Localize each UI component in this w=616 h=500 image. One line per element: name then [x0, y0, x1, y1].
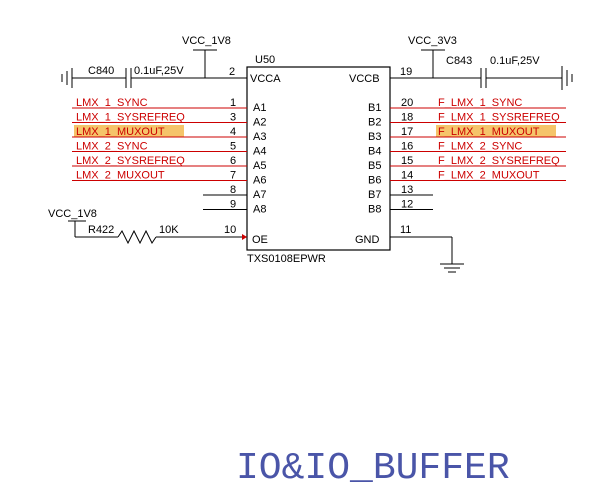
pin-name: B3	[368, 131, 381, 143]
resistor-value: 10K	[159, 224, 179, 236]
ic-body	[246, 66, 391, 251]
sheet-title: IO&IO_BUFFER	[236, 447, 510, 490]
pin-name: A1	[253, 102, 266, 114]
pin-a3: LMX_1_MUXOUT 4 A3	[72, 125, 266, 143]
vcca-pin-name: VCCA	[250, 73, 281, 85]
net-highlight	[436, 125, 556, 137]
resistor-ref: R422	[88, 224, 114, 236]
net-label: LMX_2_MUXOUT	[76, 170, 165, 182]
net-label: LMX_1_SYNC	[76, 97, 148, 109]
gnd-pin-num: 11	[400, 224, 411, 236]
cap-c843	[433, 68, 562, 88]
vccb-pin-num: 19	[400, 66, 412, 78]
right-pin-group: F_LMX_1_SYNC20B1F_LMX_1_SYSREFREQ18B2F_L…	[368, 97, 566, 216]
pin-number: 20	[401, 97, 413, 109]
ground-icon	[61, 68, 73, 88]
pin-a7: 8 A7	[203, 184, 266, 201]
pin-number: 1	[230, 97, 236, 109]
net-label: LMX_1_SYSREFREQ	[76, 112, 185, 124]
pin-number: 14	[401, 170, 413, 182]
cap-c843-value: 0.1uF,25V	[490, 55, 540, 67]
pin-b7: 13 B7	[368, 184, 433, 201]
net-label: LMX_2_SYNC	[76, 141, 148, 153]
pin-name: A7	[253, 189, 266, 201]
pin-number: 17	[401, 126, 413, 138]
pin-name: A3	[253, 131, 266, 143]
pin-a1: LMX_1_SYNC 1 A1	[72, 97, 266, 114]
gnd-wiring	[390, 236, 464, 273]
pin-number: 15	[401, 155, 413, 167]
pin-a5: LMX_2_SYSREFREQ 6 A5	[72, 155, 266, 172]
pin-number: 16	[401, 141, 413, 153]
pin-number: 18	[401, 112, 413, 124]
pin-name: B8	[368, 204, 381, 216]
pin-number: 6	[230, 155, 236, 167]
pin-b2: F_LMX_1_SYSREFREQ 18 B2	[368, 112, 566, 129]
pin-name: A8	[253, 204, 266, 216]
part-ref: U50	[255, 54, 275, 66]
pin-name: B4	[368, 146, 381, 158]
pin-b6: F_LMX_2_MUXOUT 14 B6	[368, 170, 566, 187]
cap-c840-ref: C840	[88, 65, 114, 77]
pin-name: B1	[368, 102, 381, 114]
pin-number: 9	[230, 199, 236, 211]
pin-number: 4	[230, 126, 236, 138]
pin-b4: F_LMX_2_SYNC 16 B4	[368, 141, 566, 158]
vcc-1v8-oe-label: VCC_1V8	[48, 208, 97, 220]
pin-number: 8	[230, 184, 236, 196]
net-label: LMX_1_MUXOUT	[76, 126, 165, 138]
ground-icon	[561, 66, 573, 90]
cap-c840	[72, 68, 205, 88]
gnd-pin-name: GND	[355, 234, 380, 246]
net-label: F_LMX_2_SYSREFREQ	[438, 155, 560, 167]
net-label: LMX_2_SYSREFREQ	[76, 155, 185, 167]
resistor-icon	[117, 229, 157, 245]
pin-number: 3	[230, 112, 236, 124]
vcca-pin	[193, 49, 247, 79]
cap-c840-value: 0.1uF,25V	[134, 65, 184, 77]
pin-number: 5	[230, 141, 236, 153]
vccb-pin-name: VCCB	[349, 73, 380, 85]
oe-pin-num: 10	[224, 224, 236, 236]
pin-number: 13	[401, 184, 413, 196]
oe-pin-name: OE	[252, 234, 268, 246]
oe-wiring	[68, 220, 247, 245]
vcc-1v8-top-label: VCC_1V8	[182, 35, 231, 47]
pin-a4: LMX_2_SYNC 5 A4	[72, 141, 266, 158]
pin-name: A2	[253, 117, 266, 129]
vcca-pin-num: 2	[229, 66, 235, 78]
net-label: F_LMX_2_MUXOUT	[438, 170, 540, 182]
pin-number: 7	[230, 170, 236, 182]
net-label: F_LMX_1_SYSREFREQ	[438, 112, 560, 124]
pin-a2: LMX_1_SYSREFREQ 3 A2	[72, 112, 266, 129]
pin-name: A5	[253, 160, 266, 172]
pin-number: 12	[401, 199, 413, 211]
net-highlight	[74, 125, 184, 137]
pin-name: A4	[253, 146, 266, 158]
pin-b1: F_LMX_1_SYNC 20 B1	[368, 97, 566, 114]
vccb-pin	[390, 49, 445, 79]
pin-name: B2	[368, 117, 381, 129]
net-label: F_LMX_2_SYNC	[438, 141, 522, 153]
net-label: F_LMX_1_SYNC	[438, 97, 522, 109]
pin-b3: F_LMX_1_MUXOUT 17 B3	[368, 125, 566, 143]
cap-c843-ref: C843	[446, 55, 472, 67]
net-label: F_LMX_1_MUXOUT	[438, 126, 540, 138]
vcc-3v3-label: VCC_3V3	[408, 35, 457, 47]
pin-name: B5	[368, 160, 381, 172]
pin-b5: F_LMX_2_SYSREFREQ 15 B5	[368, 155, 566, 172]
part-number: TXS0108EPWR	[247, 253, 326, 265]
arrow-icon	[242, 234, 247, 240]
pin-name: A6	[253, 175, 266, 187]
pin-a8: 9 A8	[203, 199, 266, 216]
pin-b8: 12 B8	[368, 199, 433, 216]
pin-name: B7	[368, 189, 381, 201]
pin-name: B6	[368, 175, 381, 187]
pin-a6: LMX_2_MUXOUT 7 A6	[72, 170, 266, 187]
